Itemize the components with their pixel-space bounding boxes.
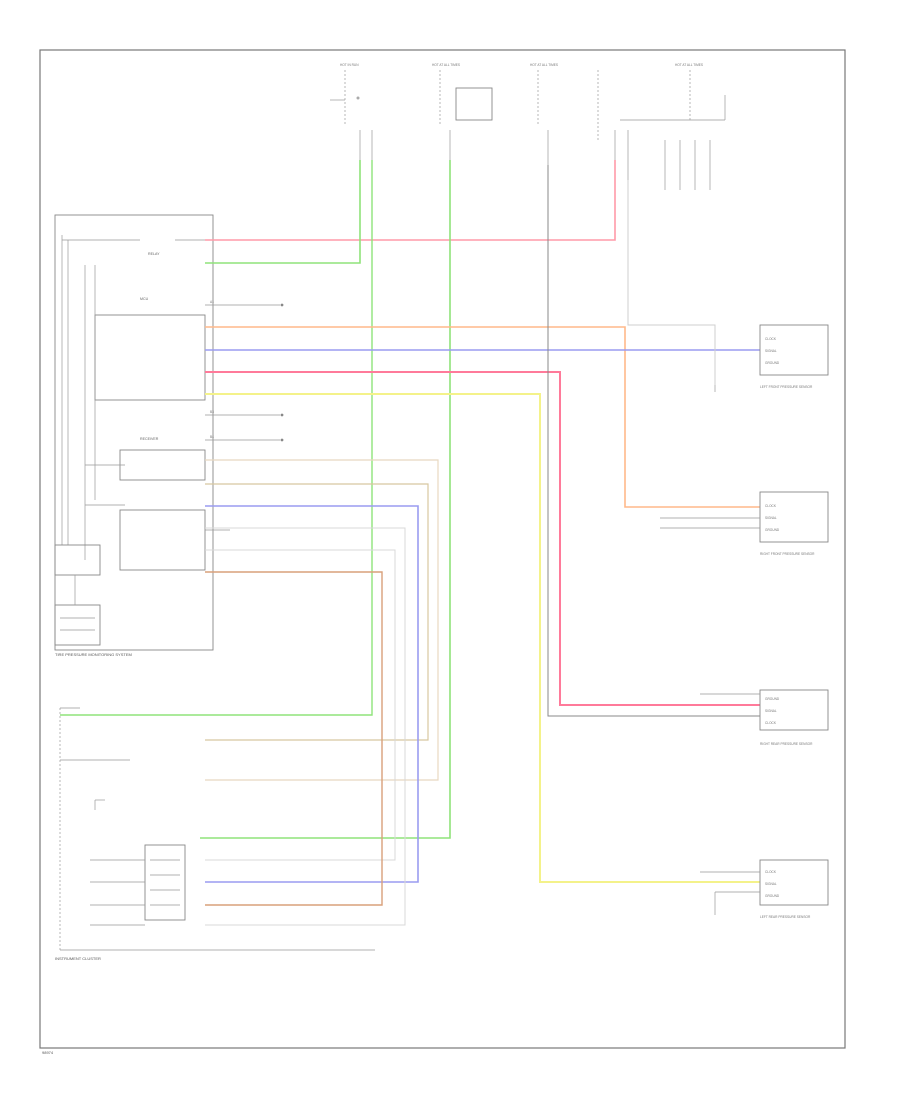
sensor-lr-label: LEFT REAR PRESSURE SENSOR [760, 915, 811, 919]
sensor-lr-pin-2: SIGNAL [765, 882, 777, 886]
wire-green-cluster [200, 160, 451, 839]
sensor-lf-pin-2: SIGNAL [765, 349, 777, 353]
fuse-group: HOT IN RUN HOT AT ALL TIMES HOT AT ALL T… [330, 63, 726, 190]
wire-tan-2 [205, 483, 429, 741]
svg-text:MCU: MCU [140, 297, 149, 301]
wire-pink [205, 371, 760, 706]
diagram-frame [39, 49, 846, 1049]
fuse-3-label: HOT AT ALL TIMES [530, 63, 558, 67]
sensor-rr: GROUND SIGNAL CLOCK RIGHT REAR PRESSURE … [700, 689, 829, 746]
sensor-rr-pin-3: CLOCK [765, 721, 777, 725]
wire-green-long [60, 160, 373, 716]
instrument-cluster: INSTRUMENT CLUSTER [55, 707, 375, 961]
fuse-3: HOT AT ALL TIMES [530, 63, 599, 140]
svg-text:B3: B3 [210, 410, 214, 414]
sensor-lr-pin-1: CLOCK [765, 870, 777, 874]
sensor-lf: CLOCK SIGNAL GROUND LEFT FRONT PRESSURE … [714, 324, 829, 392]
svg-text:A1: A1 [210, 300, 214, 304]
sensor-rf-pin-3: GROUND [765, 528, 780, 532]
tpms-module: RELAY MCU RECEIVER TIRE PRESSURE MONITOR… [54, 214, 214, 657]
wire-brown [205, 571, 383, 906]
wire-gray [547, 165, 760, 717]
wire-light-1 [205, 527, 406, 926]
sensor-rr-label: RIGHT REAR PRESSURE SENSOR [760, 742, 813, 746]
sensor-rf-pin-1: CLOCK [765, 504, 777, 508]
sensor-rf-label: RIGHT FRONT PRESSURE SENSOR [760, 552, 815, 556]
wire-yellow [205, 393, 760, 883]
sensor-lf-pin-3: GROUND [765, 361, 780, 365]
module-pins: A1 B3 B4 [205, 300, 230, 551]
wires [60, 160, 760, 926]
sensor-lf-label: LEFT FRONT PRESSURE SENSOR [760, 385, 813, 389]
wire-tan-1 [205, 459, 439, 781]
wire-light-2 [205, 549, 396, 861]
sensor-lr: CLOCK SIGNAL GROUND LEFT REAR PRESSURE S… [700, 859, 829, 919]
sensor-rr-pin-2: SIGNAL [765, 709, 777, 713]
module-label: TIRE PRESSURE MONITORING SYSTEM [55, 652, 132, 657]
svg-text:RELAY: RELAY [148, 252, 160, 256]
footer-code: 98974 [42, 1050, 54, 1055]
wire-blue-cluster [205, 505, 419, 883]
fuse-stub-labels [359, 130, 711, 190]
svg-text:B4: B4 [210, 435, 214, 439]
fuse-1-label: HOT IN RUN [340, 63, 359, 67]
sensor-rf-pin-2: SIGNAL [765, 516, 777, 520]
svg-text:RECEIVER: RECEIVER [140, 437, 159, 441]
wire-orange [205, 326, 760, 508]
fuse-2: HOT AT ALL TIMES [432, 63, 493, 125]
fuse-1: HOT IN RUN [330, 63, 360, 125]
wire-green-top [205, 160, 361, 264]
instrument-cluster-label: INSTRUMENT CLUSTER [55, 956, 101, 961]
sensor-rf: CLOCK SIGNAL GROUND RIGHT FRONT PRESSURE… [660, 491, 829, 556]
fuse-4: HOT AT ALL TIMES [620, 63, 726, 121]
sensor-lf-pin-1: CLOCK [765, 337, 777, 341]
fuse-4-label: HOT AT ALL TIMES [675, 63, 703, 67]
fuse-2-label: HOT AT ALL TIMES [432, 63, 460, 67]
sensor-rr-pin-1: GROUND [765, 697, 780, 701]
sensor-lr-pin-3: GROUND [765, 894, 780, 898]
wire-red [205, 160, 616, 241]
wire-light-lf [627, 180, 716, 385]
